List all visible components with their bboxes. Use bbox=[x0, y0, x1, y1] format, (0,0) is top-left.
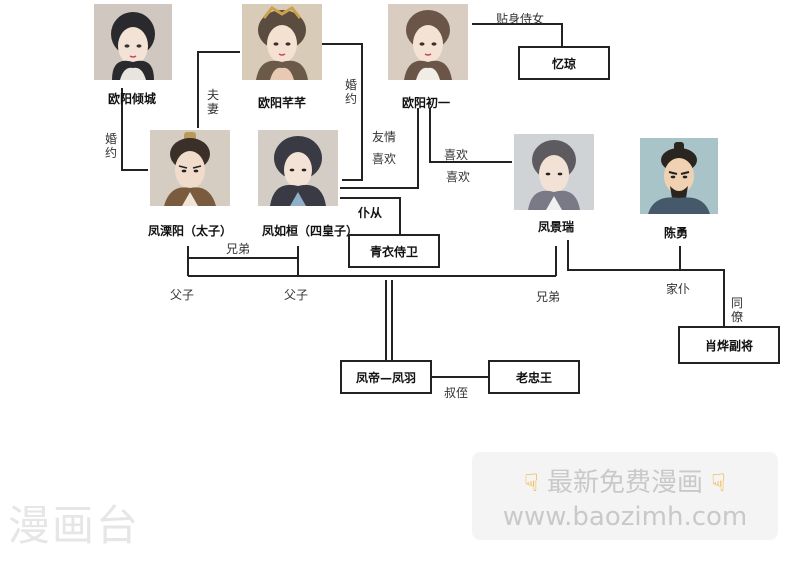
label-xihuan-2: 喜欢 bbox=[444, 148, 469, 162]
label-tieshen-shinv: 贴身侍女 bbox=[496, 12, 545, 26]
label-puchong: 仆从 bbox=[358, 206, 383, 220]
label-youqing: 友情 bbox=[372, 130, 397, 144]
label-hunyue-mid: 婚约 bbox=[344, 78, 357, 106]
box-qingyi-shiwei: 青衣侍卫 bbox=[348, 234, 440, 268]
watermark-panel: ☟ 最新免费漫画 ☟ www.baozimh.com bbox=[472, 452, 778, 540]
label-xiongdi-2: 兄弟 bbox=[536, 290, 561, 304]
watermark-line1: ☟ 最新免费漫画 ☟ bbox=[472, 462, 778, 499]
watermark-site-name: 漫画台 bbox=[8, 501, 141, 550]
label-shuzhi: 叔侄 bbox=[444, 386, 469, 400]
name-ouyang-chuyi: 欧阳初一 bbox=[402, 96, 451, 110]
portrait-ouyang-qingcheng bbox=[94, 4, 172, 80]
name-ouyang-qingcheng: 欧阳倾城 bbox=[108, 92, 157, 106]
portrait-feng-ruhuan bbox=[258, 130, 338, 206]
name-ouyang-qianqian: 欧阳芊芊 bbox=[258, 96, 307, 110]
label-xiongdi-1: 兄弟 bbox=[226, 242, 251, 256]
box-yiqiong: 忆琼 bbox=[518, 46, 610, 80]
watermark-line2: www.baozimh.com bbox=[502, 502, 748, 532]
portrait-chen-yong bbox=[640, 138, 718, 214]
label-fuzi-1: 父子 bbox=[170, 288, 195, 302]
label-hunyue-left: 婚约 bbox=[104, 132, 117, 160]
name-feng-jingrui: 凤景瑞 bbox=[538, 220, 575, 234]
portrait-ouyang-qianqian bbox=[242, 4, 322, 80]
label-jiapu: 家仆 bbox=[666, 282, 691, 296]
pointing-hand-icon: ☟ bbox=[711, 469, 726, 497]
portrait-feng-liyang bbox=[150, 130, 230, 206]
portrait-ouyang-chuyi bbox=[388, 4, 468, 80]
label-fuqi: 夫妻 bbox=[206, 88, 219, 116]
box-fengdi: 凤帝—凤羽 bbox=[340, 360, 432, 394]
label-tongliao: 同僚 bbox=[730, 296, 743, 324]
name-feng-liyang: 凤溧阳（太子） bbox=[148, 224, 233, 238]
label-xihuan-3: 喜欢 bbox=[446, 170, 471, 184]
label-xihuan-1: 喜欢 bbox=[372, 152, 397, 166]
name-feng-ruhuan: 凤如桓（四皇子） bbox=[262, 224, 359, 238]
box-laozhongwang: 老忠王 bbox=[488, 360, 580, 394]
box-xiao-ye: 肖烨副将 bbox=[678, 326, 780, 364]
label-fuzi-2: 父子 bbox=[284, 288, 309, 302]
pointing-hand-icon: ☟ bbox=[524, 469, 539, 497]
watermark-line1-text: 最新免费漫画 bbox=[546, 468, 703, 498]
name-chen-yong: 陈勇 bbox=[664, 226, 689, 240]
portrait-feng-jingrui bbox=[514, 134, 594, 210]
